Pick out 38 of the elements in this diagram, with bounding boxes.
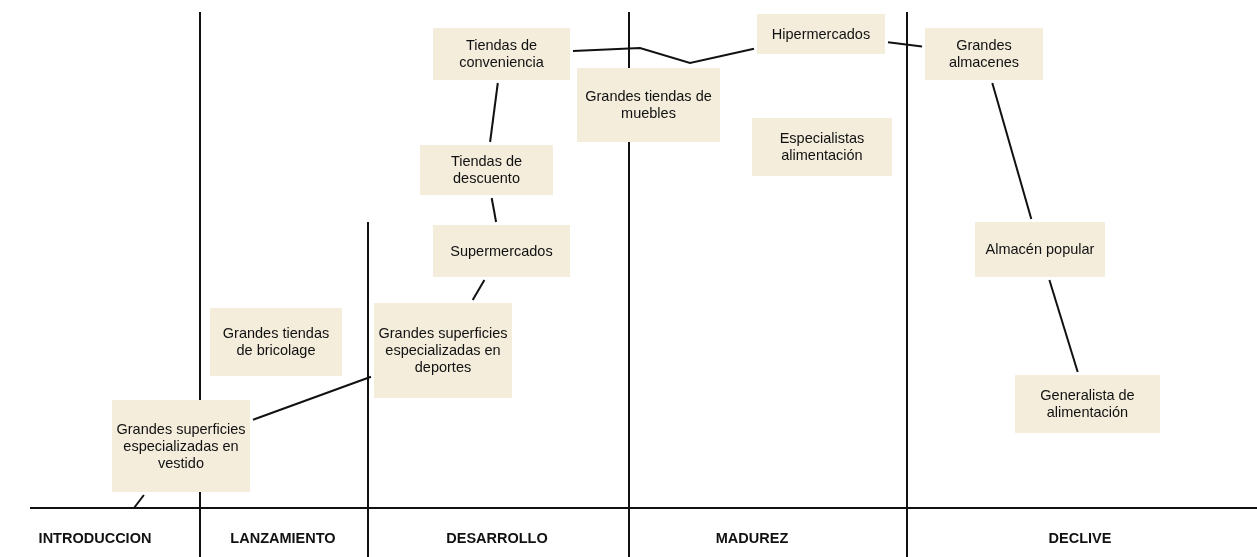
retail-format-label: Generalista de alimentación	[1039, 387, 1136, 421]
connector-line	[887, 41, 923, 48]
retail-format-label: Hipermercados	[771, 25, 871, 43]
connector-line	[133, 494, 145, 509]
retail-format-label: Grandes almacenes	[947, 37, 1021, 71]
retail-format-label: Grandes superficies especializadas en deportes	[378, 325, 508, 376]
label-box	[1015, 375, 1160, 433]
label-box	[210, 308, 342, 376]
connector-line	[471, 279, 486, 301]
retail-format-label: Grandes tiendas de muebles	[584, 88, 713, 122]
stage-label: MADUREZ	[715, 530, 789, 546]
label-box	[925, 28, 1043, 80]
label-box	[975, 222, 1105, 277]
label-box	[577, 68, 720, 142]
stage-label: DECLIVE	[1048, 530, 1112, 546]
label-box	[433, 28, 570, 80]
retail-format-label: Almacén popular	[985, 241, 1095, 258]
connector-line	[991, 82, 1033, 220]
connector-line	[572, 47, 755, 65]
retail-format-label: Supermercados	[450, 242, 553, 260]
connector-line	[252, 375, 372, 421]
retail-format-label: Especialistas alimentación	[778, 130, 866, 164]
retail-format-label: Tiendas de descuento	[449, 153, 524, 187]
label-box	[433, 225, 570, 277]
connector-line	[1048, 279, 1079, 373]
retail-format-label: Tiendas de conveniencia	[458, 37, 545, 71]
stage-label: LANZAMIENTO	[230, 530, 336, 546]
label-box	[374, 303, 512, 398]
label-box	[757, 14, 885, 54]
retail-format-label: Grandes superficies especializadas en vestido	[116, 420, 246, 472]
retail-format-label: Grandes tiendas de bricolage	[221, 325, 331, 359]
label-box	[112, 400, 250, 492]
connector-line	[489, 82, 499, 143]
stage-label: DESARROLLO	[446, 530, 548, 546]
stage-label: INTRODUCCION	[38, 530, 152, 546]
connector-line	[490, 197, 498, 223]
label-box	[420, 145, 553, 195]
label-box	[752, 118, 892, 176]
